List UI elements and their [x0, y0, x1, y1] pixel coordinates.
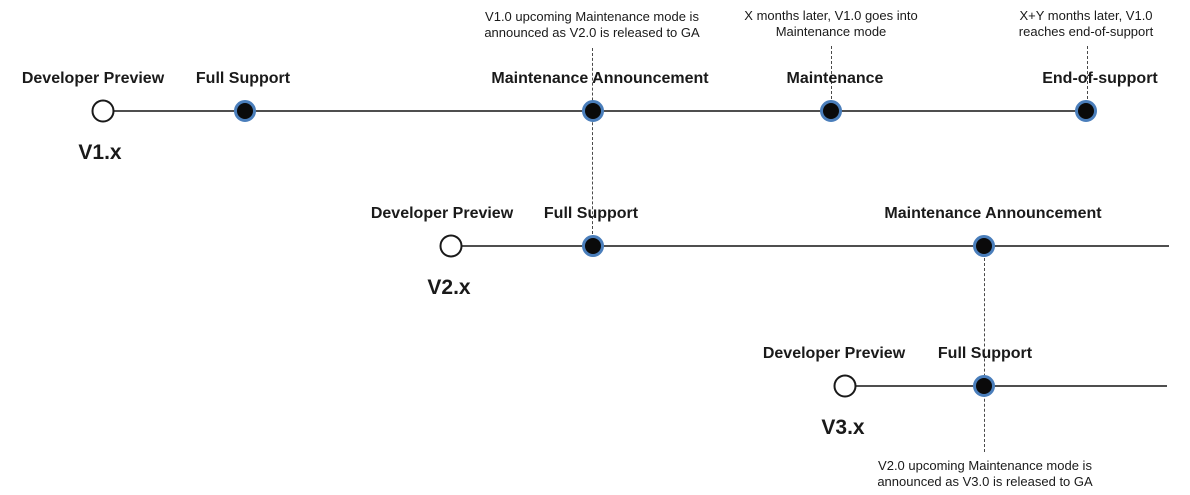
annotation-text-line: X months later, V1.0 goes into — [744, 8, 918, 23]
milestone-node-v2-developer-preview — [439, 234, 463, 258]
annotation-v1-maintenance: X months later, V1.0 goes into Maintenan… — [744, 8, 917, 39]
milestone-label-v2-maintenance-announcement: Maintenance Announcement — [884, 205, 1102, 222]
milestone-node-v1-maintenance-announcement — [582, 100, 604, 122]
milestone-node-v3-developer-preview — [833, 374, 857, 398]
milestone-label-v1-end-of-support: End-of-support — [1042, 70, 1158, 87]
milestone-label-v1-maintenance: Maintenance — [786, 70, 884, 87]
milestone-label-v1-developer-preview: Developer Preview — [21, 70, 165, 87]
timeline-line-v3 — [845, 385, 1167, 387]
timeline-line-v2 — [451, 245, 1169, 247]
annotation-v1-maintenance-announcement: V1.0 upcoming Maintenance mode is announ… — [484, 9, 699, 40]
dashed-connector-v1-eos — [1087, 46, 1088, 99]
dashed-connector-v1-maintenance — [831, 46, 832, 99]
annotation-text-line: reaches end-of-support — [1018, 23, 1154, 39]
dashed-connector-v2ma-to-v3fs — [984, 258, 985, 452]
dashed-connector-v1ma-to-v2fs — [592, 48, 593, 234]
milestone-label-v1-full-support: Full Support — [195, 70, 291, 87]
annotation-text-line: V1.0 upcoming Maintenance mode is — [485, 9, 699, 24]
annotation-v1-end-of-support: X+Y months later, V1.0 reaches end-of-su… — [1019, 8, 1153, 39]
milestone-node-v1-full-support — [234, 100, 256, 122]
annotation-text-line: Maintenance mode — [775, 23, 887, 39]
annotation-text-line: X+Y months later, V1.0 — [1019, 8, 1153, 23]
milestone-label-v2-full-support: Full Support — [543, 205, 639, 222]
milestone-node-v1-developer-preview — [91, 99, 115, 123]
milestone-label-v3-developer-preview: Developer Preview — [762, 345, 906, 362]
version-label-v3: V3.x — [821, 416, 865, 439]
milestone-label-v1-maintenance-announcement: Maintenance Announcement — [491, 70, 709, 87]
milestone-node-v2-maintenance-announcement — [973, 235, 995, 257]
milestone-node-v1-maintenance — [820, 100, 842, 122]
annotation-text-line: announced as V3.0 is released to GA — [877, 473, 1093, 489]
milestone-node-v3-full-support — [973, 375, 995, 397]
annotation-text-line: V2.0 upcoming Maintenance mode is — [878, 458, 1092, 473]
version-label-v1: V1.x — [78, 141, 122, 164]
annotation-text-line: announced as V2.0 is released to GA — [484, 24, 700, 40]
version-label-v2: V2.x — [427, 276, 471, 299]
milestone-label-v3-full-support: Full Support — [937, 345, 1033, 362]
milestone-node-v1-end-of-support — [1075, 100, 1097, 122]
milestone-label-v2-developer-preview: Developer Preview — [370, 205, 514, 222]
annotation-v2-maintenance-announcement: V2.0 upcoming Maintenance mode is announ… — [877, 458, 1092, 489]
milestone-node-v2-full-support — [582, 235, 604, 257]
